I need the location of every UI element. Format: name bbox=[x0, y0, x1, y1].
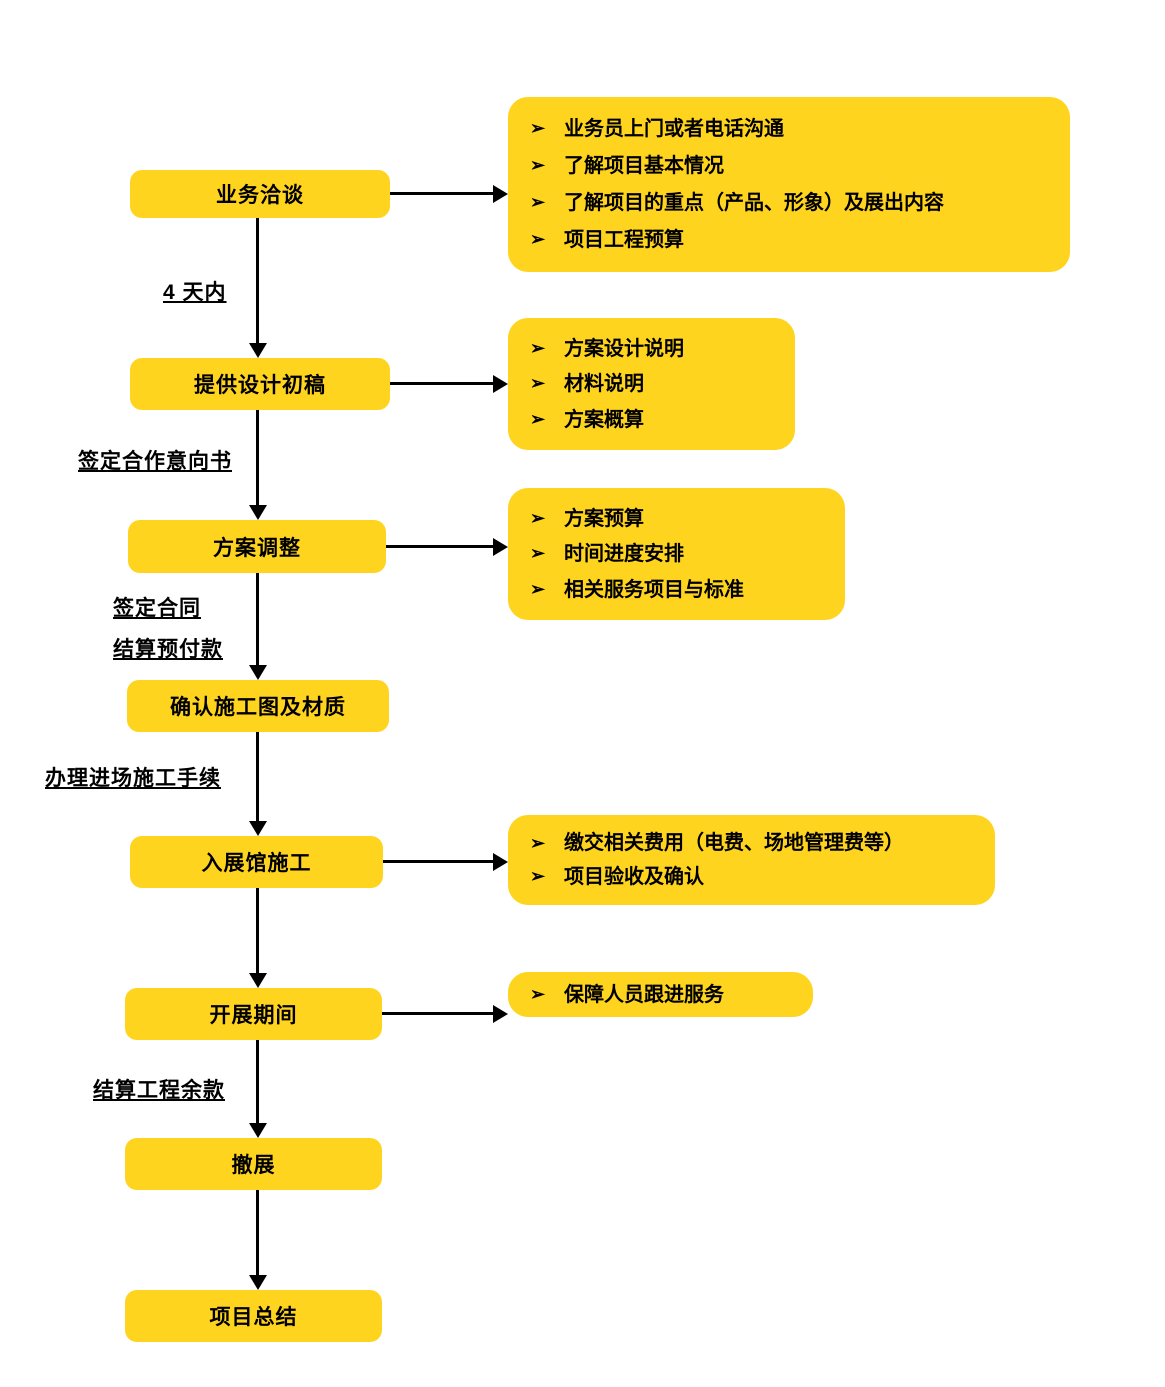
list-item-text: 方案设计说明 bbox=[564, 337, 684, 360]
arrowhead-bullet-icon: ➢ bbox=[530, 229, 546, 250]
flow-step-label: 开展期间 bbox=[209, 1004, 298, 1027]
arrow-down-icon-1 bbox=[249, 343, 267, 358]
arrow-down-icon-5 bbox=[249, 973, 267, 988]
edge-label-sign-contract: 签定合同 bbox=[113, 597, 201, 620]
list-item: ➢ 了解项目的重点（产品、形象）及展出内容 bbox=[522, 190, 1056, 216]
list-item-text: 保障人员跟进服务 bbox=[564, 983, 724, 1006]
list-item-text: 方案概算 bbox=[564, 408, 644, 431]
arrow-down-icon-6 bbox=[249, 1123, 267, 1138]
arrow-down-icon-7 bbox=[249, 1275, 267, 1290]
flow-step-during-exhibition: 开展期间 bbox=[125, 988, 382, 1040]
list-item-text: 业务员上门或者电话沟通 bbox=[564, 118, 784, 140]
list-item: ➢ 时间进度安排 bbox=[522, 541, 831, 567]
list-item: ➢ 方案预算 bbox=[522, 506, 831, 532]
list-item-text: 了解项目的重点（产品、形象）及展出内容 bbox=[564, 192, 944, 214]
arrowhead-bullet-icon: ➢ bbox=[530, 337, 546, 358]
arrowhead-bullet-icon: ➢ bbox=[530, 865, 546, 886]
harrow-line-3 bbox=[386, 545, 493, 548]
arrow-line-1 bbox=[256, 218, 259, 344]
list-item-text: 缴交相关费用（电费、场地管理费等） bbox=[564, 832, 904, 855]
edge-label-site-entry-procedures: 办理进场施工手续 bbox=[45, 767, 221, 790]
list-item: ➢ 缴交相关费用（电费、场地管理费等） bbox=[522, 830, 981, 856]
list-item-text: 项目工程预算 bbox=[564, 229, 684, 251]
arrow-right-icon-2 bbox=[493, 375, 508, 393]
arrow-line-6 bbox=[256, 1040, 259, 1124]
harrow-line-1 bbox=[390, 192, 493, 195]
list-item: ➢ 项目工程预算 bbox=[522, 227, 1056, 253]
harrow-line-5 bbox=[382, 1012, 493, 1015]
flow-step-confirm-construction-drawings: 确认施工图及材质 bbox=[127, 680, 389, 732]
edge-label-settle-prepayment: 结算预付款 bbox=[113, 638, 223, 661]
harrow-line-4 bbox=[383, 860, 493, 863]
list-item: ➢ 了解项目基本情况 bbox=[522, 153, 1056, 179]
list-item-text: 了解项目基本情况 bbox=[564, 155, 724, 177]
flow-step-label: 项目总结 bbox=[209, 1306, 298, 1329]
arrow-right-icon-1 bbox=[493, 185, 508, 203]
list-item: ➢ 相关服务项目与标准 bbox=[522, 577, 831, 603]
list-item-text: 材料说明 bbox=[564, 373, 644, 395]
arrow-line-7 bbox=[256, 1190, 259, 1276]
flow-step-dismantle-exhibition: 撤展 bbox=[125, 1138, 382, 1190]
flow-step-label: 提供设计初稿 bbox=[194, 374, 326, 397]
list-item-text: 方案预算 bbox=[564, 507, 644, 530]
harrow-line-2 bbox=[390, 382, 493, 385]
edge-label-settle-project-balance: 结算工程余款 bbox=[93, 1079, 225, 1102]
flow-step-enter-hall-construction: 入展馆施工 bbox=[130, 836, 383, 888]
edge-label-sign-letter-of-intent: 签定合作意向书 bbox=[78, 450, 232, 473]
flow-step-business-negotiation: 业务洽谈 bbox=[130, 170, 390, 218]
list-item: ➢ 材料说明 bbox=[522, 371, 781, 397]
flow-step-project-summary: 项目总结 bbox=[125, 1290, 382, 1342]
list-item: ➢ 方案设计说明 bbox=[522, 336, 781, 362]
flow-step-label: 业务洽谈 bbox=[216, 184, 304, 207]
arrow-right-icon-5 bbox=[493, 1005, 508, 1023]
arrow-down-icon-2 bbox=[249, 505, 267, 520]
arrow-down-icon-4 bbox=[249, 821, 267, 836]
arrow-right-icon-4 bbox=[493, 853, 508, 871]
detail-box-business-negotiation: ➢ 业务员上门或者电话沟通 ➢ 了解项目基本情况 ➢ 了解项目的重点（产品、形象… bbox=[508, 97, 1070, 272]
detail-box-plan-adjustment: ➢ 方案预算 ➢ 时间进度安排 ➢ 相关服务项目与标准 bbox=[508, 488, 845, 620]
arrow-down-icon-3 bbox=[249, 665, 267, 680]
arrow-right-icon-3 bbox=[493, 538, 508, 556]
arrowhead-bullet-icon: ➢ bbox=[530, 155, 546, 176]
detail-box-during-exhibition: ➢ 保障人员跟进服务 bbox=[508, 972, 813, 1017]
arrow-line-3 bbox=[256, 573, 259, 666]
arrow-line-4 bbox=[256, 732, 259, 822]
arrowhead-bullet-icon: ➢ bbox=[530, 578, 546, 599]
list-item-text: 相关服务项目与标准 bbox=[564, 578, 744, 601]
detail-box-initial-design-draft: ➢ 方案设计说明 ➢ 材料说明 ➢ 方案概算 bbox=[508, 318, 795, 450]
flow-step-label: 方案调整 bbox=[213, 536, 301, 560]
arrowhead-bullet-icon: ➢ bbox=[530, 832, 546, 853]
arrowhead-bullet-icon: ➢ bbox=[530, 983, 546, 1004]
detail-box-enter-hall-construction: ➢ 缴交相关费用（电费、场地管理费等） ➢ 项目验收及确认 bbox=[508, 815, 995, 905]
list-item: ➢ 业务员上门或者电话沟通 bbox=[522, 116, 1056, 142]
arrowhead-bullet-icon: ➢ bbox=[530, 192, 546, 213]
flow-step-label: 入展馆施工 bbox=[201, 852, 312, 875]
flow-step-label: 确认施工图及材质 bbox=[170, 696, 346, 719]
arrowhead-bullet-icon: ➢ bbox=[530, 507, 546, 528]
arrowhead-bullet-icon: ➢ bbox=[530, 118, 546, 139]
list-item-text: 项目验收及确认 bbox=[564, 865, 704, 888]
flow-step-plan-adjustment: 方案调整 bbox=[128, 520, 386, 573]
list-item: ➢ 保障人员跟进服务 bbox=[522, 982, 799, 1008]
arrow-line-5 bbox=[256, 888, 259, 974]
flow-step-label: 撤展 bbox=[231, 1154, 276, 1177]
list-item-text: 时间进度安排 bbox=[564, 543, 684, 565]
flow-step-initial-design-draft: 提供设计初稿 bbox=[130, 358, 390, 410]
list-item: ➢ 方案概算 bbox=[522, 407, 781, 433]
arrowhead-bullet-icon: ➢ bbox=[530, 373, 546, 394]
edge-label-4-days: 4 天内 bbox=[163, 281, 227, 304]
arrow-line-2 bbox=[256, 410, 259, 506]
arrowhead-bullet-icon: ➢ bbox=[530, 543, 546, 564]
list-item: ➢ 项目验收及确认 bbox=[522, 864, 981, 890]
arrowhead-bullet-icon: ➢ bbox=[530, 408, 546, 429]
